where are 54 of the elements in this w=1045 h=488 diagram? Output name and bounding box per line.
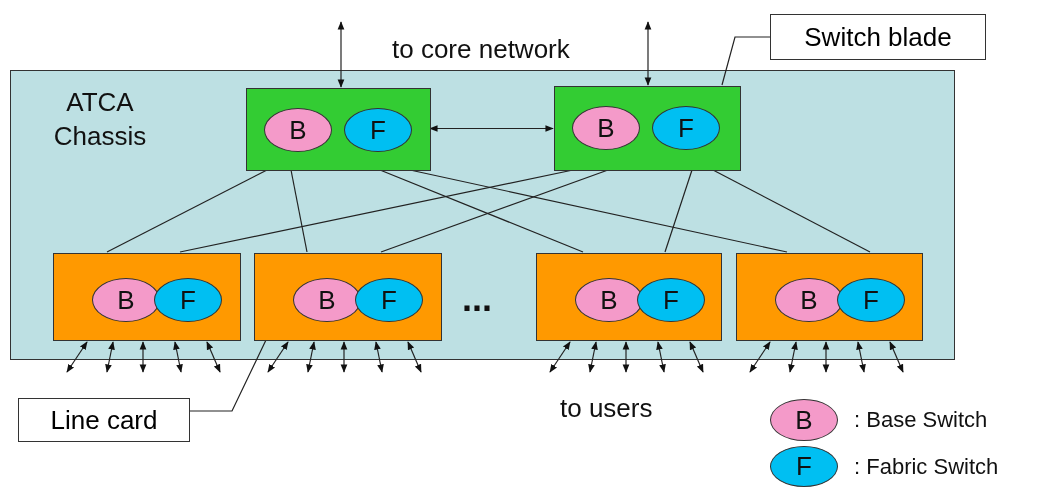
arrow: [822, 341, 830, 373]
chassis-panel: [10, 70, 955, 360]
legend-text: : Base Switch: [854, 407, 988, 433]
label-text: to core network: [392, 34, 570, 65]
line-card-box: [254, 253, 442, 341]
switch-ellipse: F: [355, 278, 423, 322]
arrow: [749, 341, 771, 373]
leader-line: [721, 36, 771, 86]
ellipsis-text: ...: [462, 278, 492, 320]
arrow: [788, 341, 798, 373]
legend-text: : Fabric Switch: [854, 454, 999, 480]
arrow: [66, 341, 88, 373]
connection-line: [290, 169, 308, 253]
arrow: [105, 341, 115, 373]
arrow: [340, 341, 348, 373]
arrow: [206, 341, 221, 373]
switch-ellipse: B: [572, 106, 640, 150]
connection-line: [664, 169, 693, 253]
arrow: [267, 341, 289, 373]
switch-ellipse: F: [637, 278, 705, 322]
switch-blade-card: [554, 86, 741, 171]
arrow: [856, 341, 866, 373]
callout-box: Line card: [18, 398, 190, 442]
arrow: [889, 341, 904, 373]
line-card-box: [536, 253, 722, 341]
connection-line: [106, 169, 268, 253]
arrow: [622, 341, 630, 373]
arrow: [644, 21, 652, 86]
label-text: to users: [560, 393, 653, 424]
legend-ellipse: F: [770, 446, 838, 487]
arrow: [374, 341, 384, 373]
arrow: [588, 341, 598, 373]
switch-ellipse: B: [264, 108, 332, 152]
switch-blade-card: [246, 88, 431, 171]
leader-line: [189, 339, 267, 412]
arrow: [429, 125, 554, 132]
arrow: [306, 341, 316, 373]
arrow: [139, 341, 147, 373]
line-card-box: [736, 253, 923, 341]
switch-ellipse: F: [652, 106, 720, 150]
arrow: [407, 341, 422, 373]
legend-ellipse: B: [770, 399, 838, 441]
callout-box: Switch blade: [770, 14, 986, 60]
arrow: [337, 21, 345, 88]
arrow: [549, 341, 571, 373]
connection-line: [712, 169, 871, 253]
switch-ellipse: F: [344, 108, 412, 152]
line-card-box: [53, 253, 241, 341]
switch-ellipse: F: [837, 278, 905, 322]
arrow: [173, 341, 183, 373]
chassis-label: ATCA Chassis: [52, 86, 148, 153]
switch-ellipse: F: [154, 278, 222, 322]
arrow: [656, 341, 666, 373]
arrow: [689, 341, 704, 373]
